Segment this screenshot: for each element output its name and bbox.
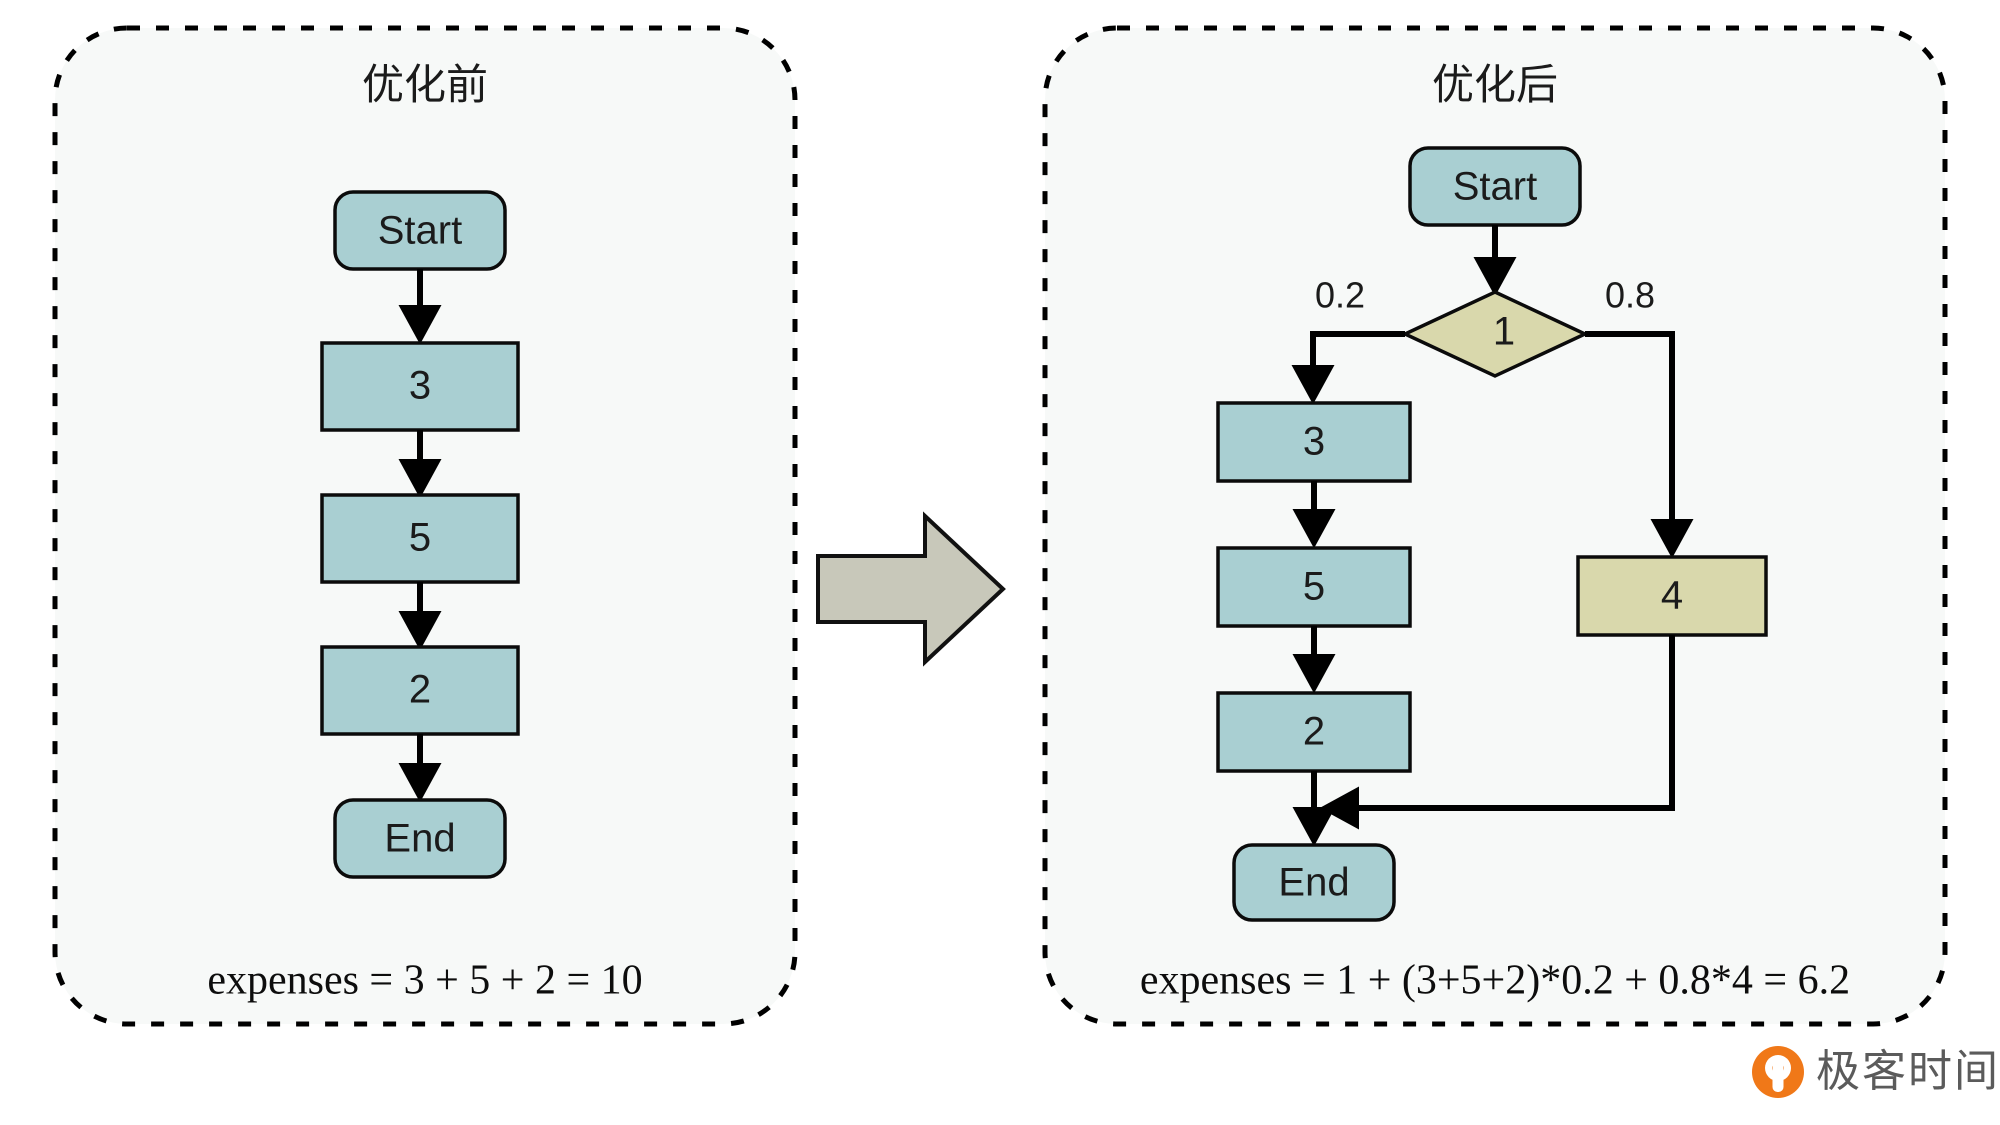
left-node-end: End: [333, 798, 507, 879]
left-step3-label: 2: [409, 668, 431, 712]
watermark: 极客时间: [1752, 1046, 2000, 1098]
right-step3-shape: [1216, 691, 1412, 773]
left-step2-shape: [320, 493, 520, 584]
left-end-shape: [333, 798, 507, 879]
right-node-5: 5: [1216, 546, 1412, 628]
left-node-2: 2: [320, 645, 520, 736]
right-decision-label: 1: [1493, 310, 1515, 354]
right-end-shape: [1232, 843, 1396, 922]
transform-arrow: [816, 511, 1006, 667]
right-edge-decision-to-4: [1585, 331, 1694, 559]
left-step1-shape: [320, 341, 520, 432]
right-start-label: Start: [1453, 165, 1537, 209]
right-edge-decision-to-3: [1291, 331, 1405, 405]
right-step2-shape: [1216, 546, 1412, 628]
left-step2-label: 5: [409, 516, 431, 560]
left-step3-shape: [320, 645, 520, 736]
right-node-decision: 1: [1400, 290, 1590, 378]
right-node-2: 2: [1216, 691, 1412, 773]
right-node-4: 4: [1576, 555, 1768, 637]
right-block-arrow-icon: [816, 511, 1006, 667]
right-panel-border: [1042, 25, 1948, 1027]
right-alt-label: 4: [1661, 574, 1683, 618]
right-panel-title: 优化后: [1432, 61, 1558, 108]
right-node-3: 3: [1216, 401, 1412, 483]
right-edge-4-to-end-merge: [1319, 635, 1675, 830]
left-step1-label: 3: [409, 364, 431, 408]
brand-name: 极客时间: [1816, 1047, 2000, 1096]
right-expenses-formula: expenses = 1 + (3+5+2)*0.2 + 0.8*4 = 6.2: [1140, 958, 1850, 1004]
left-end-label: End: [384, 817, 455, 861]
right-step2-label: 5: [1303, 565, 1325, 609]
left-node-5: 5: [320, 493, 520, 584]
right-alt-shape: [1576, 555, 1768, 637]
left-expenses-formula: expenses = 3 + 5 + 2 = 10: [207, 958, 642, 1004]
left-panel: 优化前 Start 3 5 2: [52, 25, 798, 1027]
right-end-label: End: [1278, 861, 1349, 905]
right-edge-label-left-branch: 0.2: [1315, 275, 1365, 316]
left-node-3: 3: [320, 341, 520, 432]
right-panel: 优化后 Start 1 0.2 0.8 3: [1042, 25, 1948, 1027]
right-node-end: End: [1232, 843, 1396, 922]
right-step1-shape: [1216, 401, 1412, 483]
right-decision-shape: [1400, 290, 1590, 378]
right-step1-label: 3: [1303, 420, 1325, 464]
left-node-start: Start: [333, 190, 507, 271]
right-step3-label: 2: [1303, 710, 1325, 754]
right-node-start: Start: [1408, 146, 1582, 227]
geektime-logo-icon: [1752, 1046, 1804, 1098]
right-edge-label-right-branch: 0.8: [1605, 275, 1655, 316]
left-start-label: Start: [378, 209, 462, 253]
left-panel-title: 优化前: [362, 61, 488, 108]
